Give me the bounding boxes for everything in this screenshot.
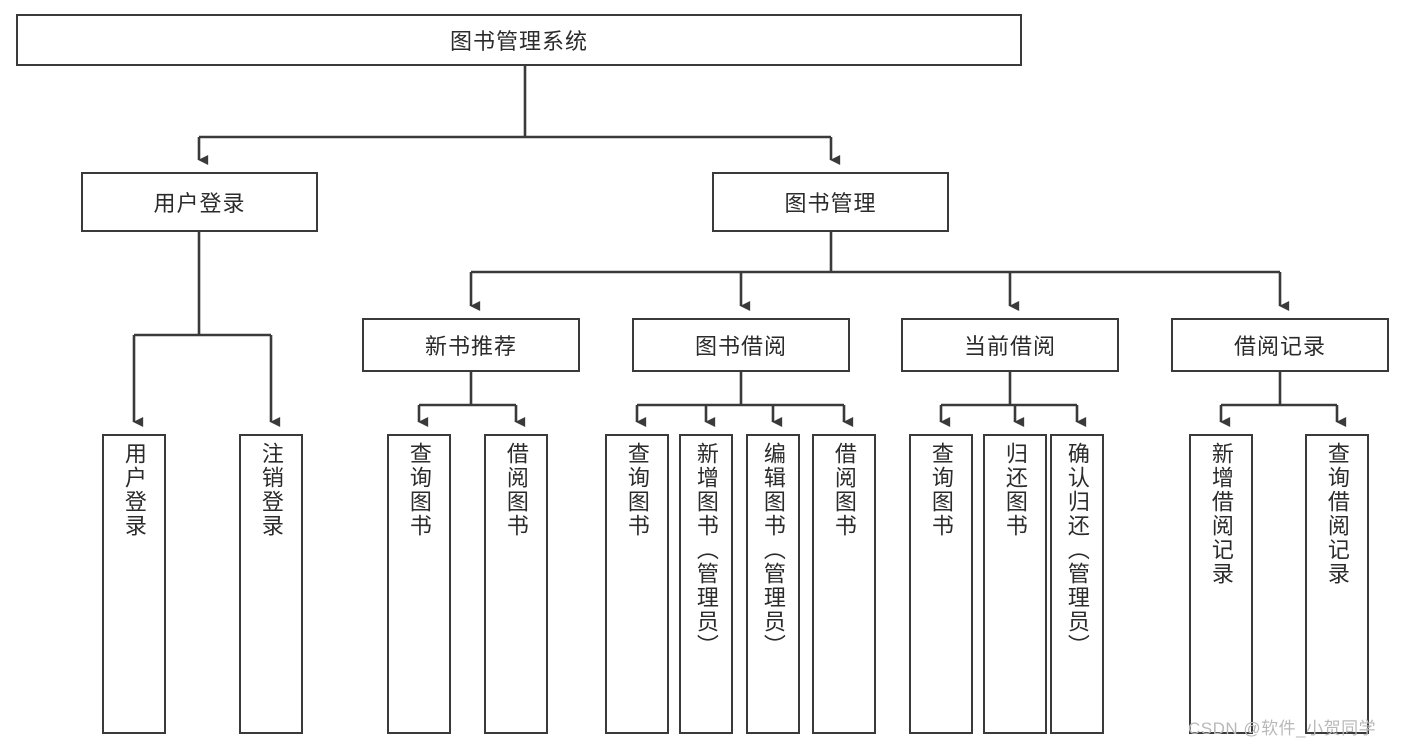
node-leaf-query-book-3-label: 查询图书 — [928, 442, 954, 538]
node-leaf-query-book-2-label: 查询图书 — [624, 442, 650, 538]
node-leaf-query-record[interactable]: 查询借阅记录 — [1305, 434, 1369, 734]
node-current-borrow[interactable]: 当前借阅 — [901, 318, 1119, 372]
node-borrow-record[interactable]: 借阅记录 — [1171, 318, 1389, 372]
node-leaf-query-record-label: 查询借阅记录 — [1324, 442, 1350, 586]
node-leaf-query-book-3[interactable]: 查询图书 — [909, 434, 973, 734]
node-new-book-rec[interactable]: 新书推荐 — [362, 318, 580, 372]
node-leaf-user-login-label: 用户登录 — [121, 442, 147, 538]
node-leaf-add-record-label: 新增借阅记录 — [1208, 442, 1234, 586]
node-book-manage-label: 图书管理 — [784, 191, 877, 216]
node-leaf-confirm-return-label: 确认归还（管理员） — [1064, 442, 1090, 658]
node-leaf-add-record[interactable]: 新增借阅记录 — [1189, 434, 1253, 734]
node-leaf-user-login[interactable]: 用户登录 — [102, 434, 166, 734]
node-book-borrow-label: 图书借阅 — [694, 334, 787, 359]
node-root-label: 图书管理系统 — [449, 29, 588, 54]
node-book-borrow[interactable]: 图书借阅 — [632, 318, 850, 372]
node-borrow-record-label: 借阅记录 — [1233, 334, 1326, 359]
node-leaf-add-book[interactable]: 新增图书（管理员） — [679, 434, 733, 734]
node-leaf-user-logout-label: 注销登录 — [258, 442, 284, 538]
node-leaf-borrow-book-1[interactable]: 借阅图书 — [484, 434, 548, 734]
csdn-watermark: CSDN @软件_小贺同学 — [1188, 719, 1377, 738]
node-new-book-rec-label: 新书推荐 — [424, 334, 517, 359]
node-leaf-borrow-book-2[interactable]: 借阅图书 — [812, 434, 876, 734]
node-leaf-edit-book-label: 编辑图书（管理员） — [760, 442, 786, 658]
node-leaf-borrow-book-1-label: 借阅图书 — [503, 442, 529, 538]
node-leaf-query-book-2[interactable]: 查询图书 — [605, 434, 669, 734]
node-leaf-confirm-return[interactable]: 确认归还（管理员） — [1050, 434, 1104, 734]
node-user-login[interactable]: 用户登录 — [81, 172, 318, 232]
node-leaf-return-book-label: 归还图书 — [1002, 442, 1028, 538]
node-leaf-return-book[interactable]: 归还图书 — [983, 434, 1047, 734]
node-leaf-query-book-1-label: 查询图书 — [406, 442, 432, 538]
node-current-borrow-label: 当前借阅 — [963, 334, 1056, 359]
node-leaf-borrow-book-2-label: 借阅图书 — [831, 442, 857, 538]
node-leaf-user-logout[interactable]: 注销登录 — [239, 434, 303, 734]
node-user-login-label: 用户登录 — [153, 191, 246, 216]
node-leaf-add-book-label: 新增图书（管理员） — [693, 442, 719, 658]
node-book-manage[interactable]: 图书管理 — [712, 172, 949, 232]
node-leaf-query-book-1[interactable]: 查询图书 — [387, 434, 451, 734]
node-leaf-edit-book[interactable]: 编辑图书（管理员） — [746, 434, 800, 734]
node-root[interactable]: 图书管理系统 — [16, 14, 1022, 66]
